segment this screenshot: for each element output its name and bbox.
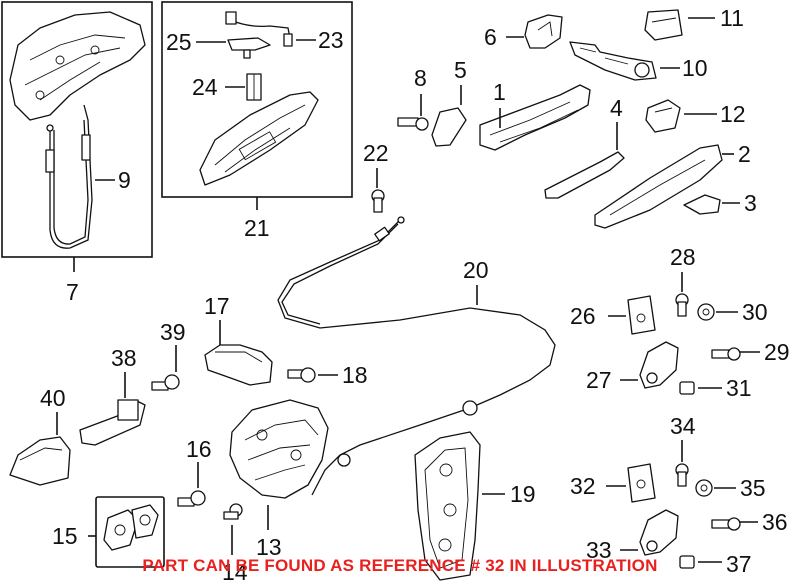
- part-34-bolt: [675, 463, 689, 487]
- callout-4: 4: [610, 95, 623, 121]
- part-31-bushing: [679, 381, 695, 395]
- part-22-bolt: [371, 189, 385, 213]
- callout-10: 10: [682, 55, 708, 81]
- part-5-seal: [431, 107, 467, 147]
- part-10-lock-cylinder: [569, 41, 657, 81]
- callout-28: 28: [670, 244, 696, 270]
- callout-25: 25: [166, 29, 192, 55]
- part-30-nut: [697, 303, 715, 321]
- part-20-cable: [277, 216, 556, 496]
- part-32-hinge-upper: [627, 463, 656, 503]
- part-2-outer-handle: [594, 144, 723, 229]
- part-24-clip: [246, 73, 262, 101]
- part-38-check-strap: [79, 399, 146, 446]
- callout-26: 26: [570, 303, 596, 329]
- callout-31: 31: [726, 375, 752, 401]
- part-26-hinge-upper: [627, 295, 656, 335]
- callout-23: 23: [318, 27, 344, 53]
- part-1-handle-carrier: [479, 84, 591, 151]
- part-17-bracket: [204, 344, 273, 386]
- part-40-cover: [9, 436, 71, 486]
- reference-notice: PART CAN BE FOUND AS REFERENCE # 32 IN I…: [142, 556, 658, 575]
- part-6-cover: [524, 14, 563, 49]
- part-36-bolt: [711, 517, 741, 531]
- callout-22: 22: [363, 140, 389, 166]
- callout-3: 3: [744, 190, 757, 216]
- part-13-lock-actuator: [229, 399, 329, 499]
- part-28-bolt: [675, 293, 689, 317]
- part-35-nut: [695, 479, 713, 497]
- callout-35: 35: [740, 475, 766, 501]
- callout-7: 7: [66, 279, 79, 305]
- part-18-bolt: [287, 367, 316, 383]
- callout-27: 27: [586, 367, 612, 393]
- callout-6: 6: [484, 24, 497, 50]
- callout-13: 13: [256, 534, 282, 560]
- callout-20: 20: [463, 257, 489, 283]
- callout-14: 14: [222, 559, 248, 583]
- callout-34: 34: [670, 413, 696, 439]
- callout-30: 30: [742, 299, 768, 325]
- part-7-lock-module: [9, 11, 146, 121]
- part-8-screw: [397, 117, 429, 131]
- callout-40: 40: [40, 385, 66, 411]
- callout-1: 1: [493, 79, 506, 105]
- callout-29: 29: [764, 339, 790, 365]
- part-11-cap: [644, 9, 683, 41]
- callout-16: 16: [186, 436, 212, 462]
- part-15-gaskets: [95, 496, 165, 568]
- part-21-inner-handle: [199, 91, 319, 186]
- callout-32: 32: [570, 473, 596, 499]
- callout-12: 12: [720, 101, 746, 127]
- part-27-hinge-lower: [639, 341, 679, 389]
- part-16-bolt: [177, 490, 206, 507]
- part-37-bushing: [679, 555, 695, 569]
- callout-11: 11: [720, 5, 744, 31]
- part-19-panel: [414, 431, 481, 581]
- part-23-wire: [225, 11, 293, 47]
- part-4-trim: [544, 151, 625, 199]
- part-12-bracket: [645, 99, 681, 133]
- callout-36: 36: [762, 509, 788, 535]
- part-39-bolt: [151, 374, 180, 391]
- callout-8: 8: [414, 65, 427, 91]
- callout-21: 21: [244, 215, 270, 241]
- callout-18: 18: [342, 362, 368, 388]
- part-14-screw: [223, 503, 243, 520]
- callout-labels: 1 2 3 4 5 6 7 8 9 10 11 12 13 14 15 16 1…: [40, 5, 790, 583]
- group-box-7: [1, 1, 153, 258]
- part-25-switch: [227, 37, 271, 59]
- callout-38: 38: [111, 345, 137, 371]
- part-29-bolt: [711, 347, 741, 361]
- part-33-hinge-lower: [639, 509, 679, 556]
- callout-5: 5: [454, 57, 467, 83]
- callout-19: 19: [510, 481, 536, 507]
- part-3-clip: [683, 194, 721, 215]
- callout-9: 9: [118, 167, 131, 193]
- callout-15: 15: [52, 523, 78, 549]
- callout-33: 33: [586, 537, 612, 563]
- part-9-inner-cables: [45, 104, 93, 249]
- callout-37: 37: [726, 551, 752, 577]
- callout-24: 24: [192, 74, 218, 100]
- callout-39: 39: [160, 319, 186, 345]
- callout-2: 2: [738, 141, 751, 167]
- callout-17: 17: [204, 293, 230, 319]
